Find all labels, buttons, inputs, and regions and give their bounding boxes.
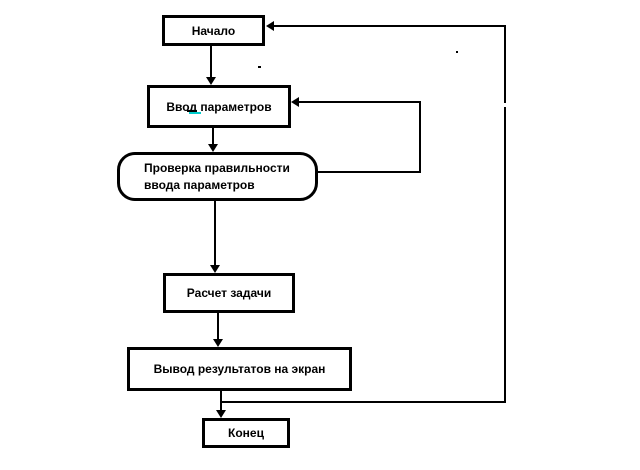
connector-start-input-line: [210, 46, 212, 77]
node-check: Проверка правильности ввода параметров: [117, 152, 318, 201]
stray-dot-2: [456, 51, 458, 53]
node-input: Ввод параметров: [147, 85, 291, 128]
stray-dot-1: [258, 66, 261, 68]
spellcheck-underline-artifact: [189, 112, 201, 114]
node-input-label: Ввод параметров: [166, 99, 272, 114]
node-start-label: Начало: [191, 23, 236, 38]
node-check-label-line2: ввода параметров: [144, 177, 255, 192]
node-start: Начало: [162, 15, 265, 46]
connector-start-input-arrowhead-icon: [206, 77, 216, 85]
loop-restart-vertical-segment-lower: [504, 107, 506, 403]
loop-check-input-vertical-segment: [419, 101, 421, 173]
connector-check-calc-line: [214, 200, 216, 265]
connector-check-calc-arrowhead-icon: [210, 265, 220, 273]
node-end: Конец: [202, 418, 290, 448]
connector-input-check-line: [212, 128, 214, 145]
connector-calc-output-arrowhead-icon: [213, 339, 223, 347]
loop-check-input-bottom-segment: [318, 171, 421, 173]
loop-restart-vertical-segment-upper: [504, 26, 506, 103]
underscore-artifact: [187, 110, 197, 112]
node-calc-label: Расчет задачи: [186, 286, 272, 300]
loop-restart-arrowhead-icon: [266, 21, 274, 31]
loop-restart-top-segment: [274, 25, 506, 27]
node-calc: Расчет задачи: [163, 273, 295, 313]
loop-check-input-top-segment: [299, 101, 421, 103]
connector-input-check-arrowhead-icon: [208, 144, 218, 152]
connector-calc-output-line: [217, 313, 219, 339]
node-check-label-line1: Проверка правильности: [144, 160, 290, 175]
node-output: Вывод результатов на экран: [127, 347, 352, 391]
connector-output-end-line: [220, 391, 222, 410]
loop-check-input-arrowhead-icon: [291, 97, 299, 107]
node-end-label: Конец: [228, 426, 264, 440]
loop-restart-bottom-segment: [221, 401, 506, 403]
connector-output-end-arrowhead-icon: [216, 410, 226, 418]
node-output-label: Вывод результатов на экран: [153, 362, 326, 376]
